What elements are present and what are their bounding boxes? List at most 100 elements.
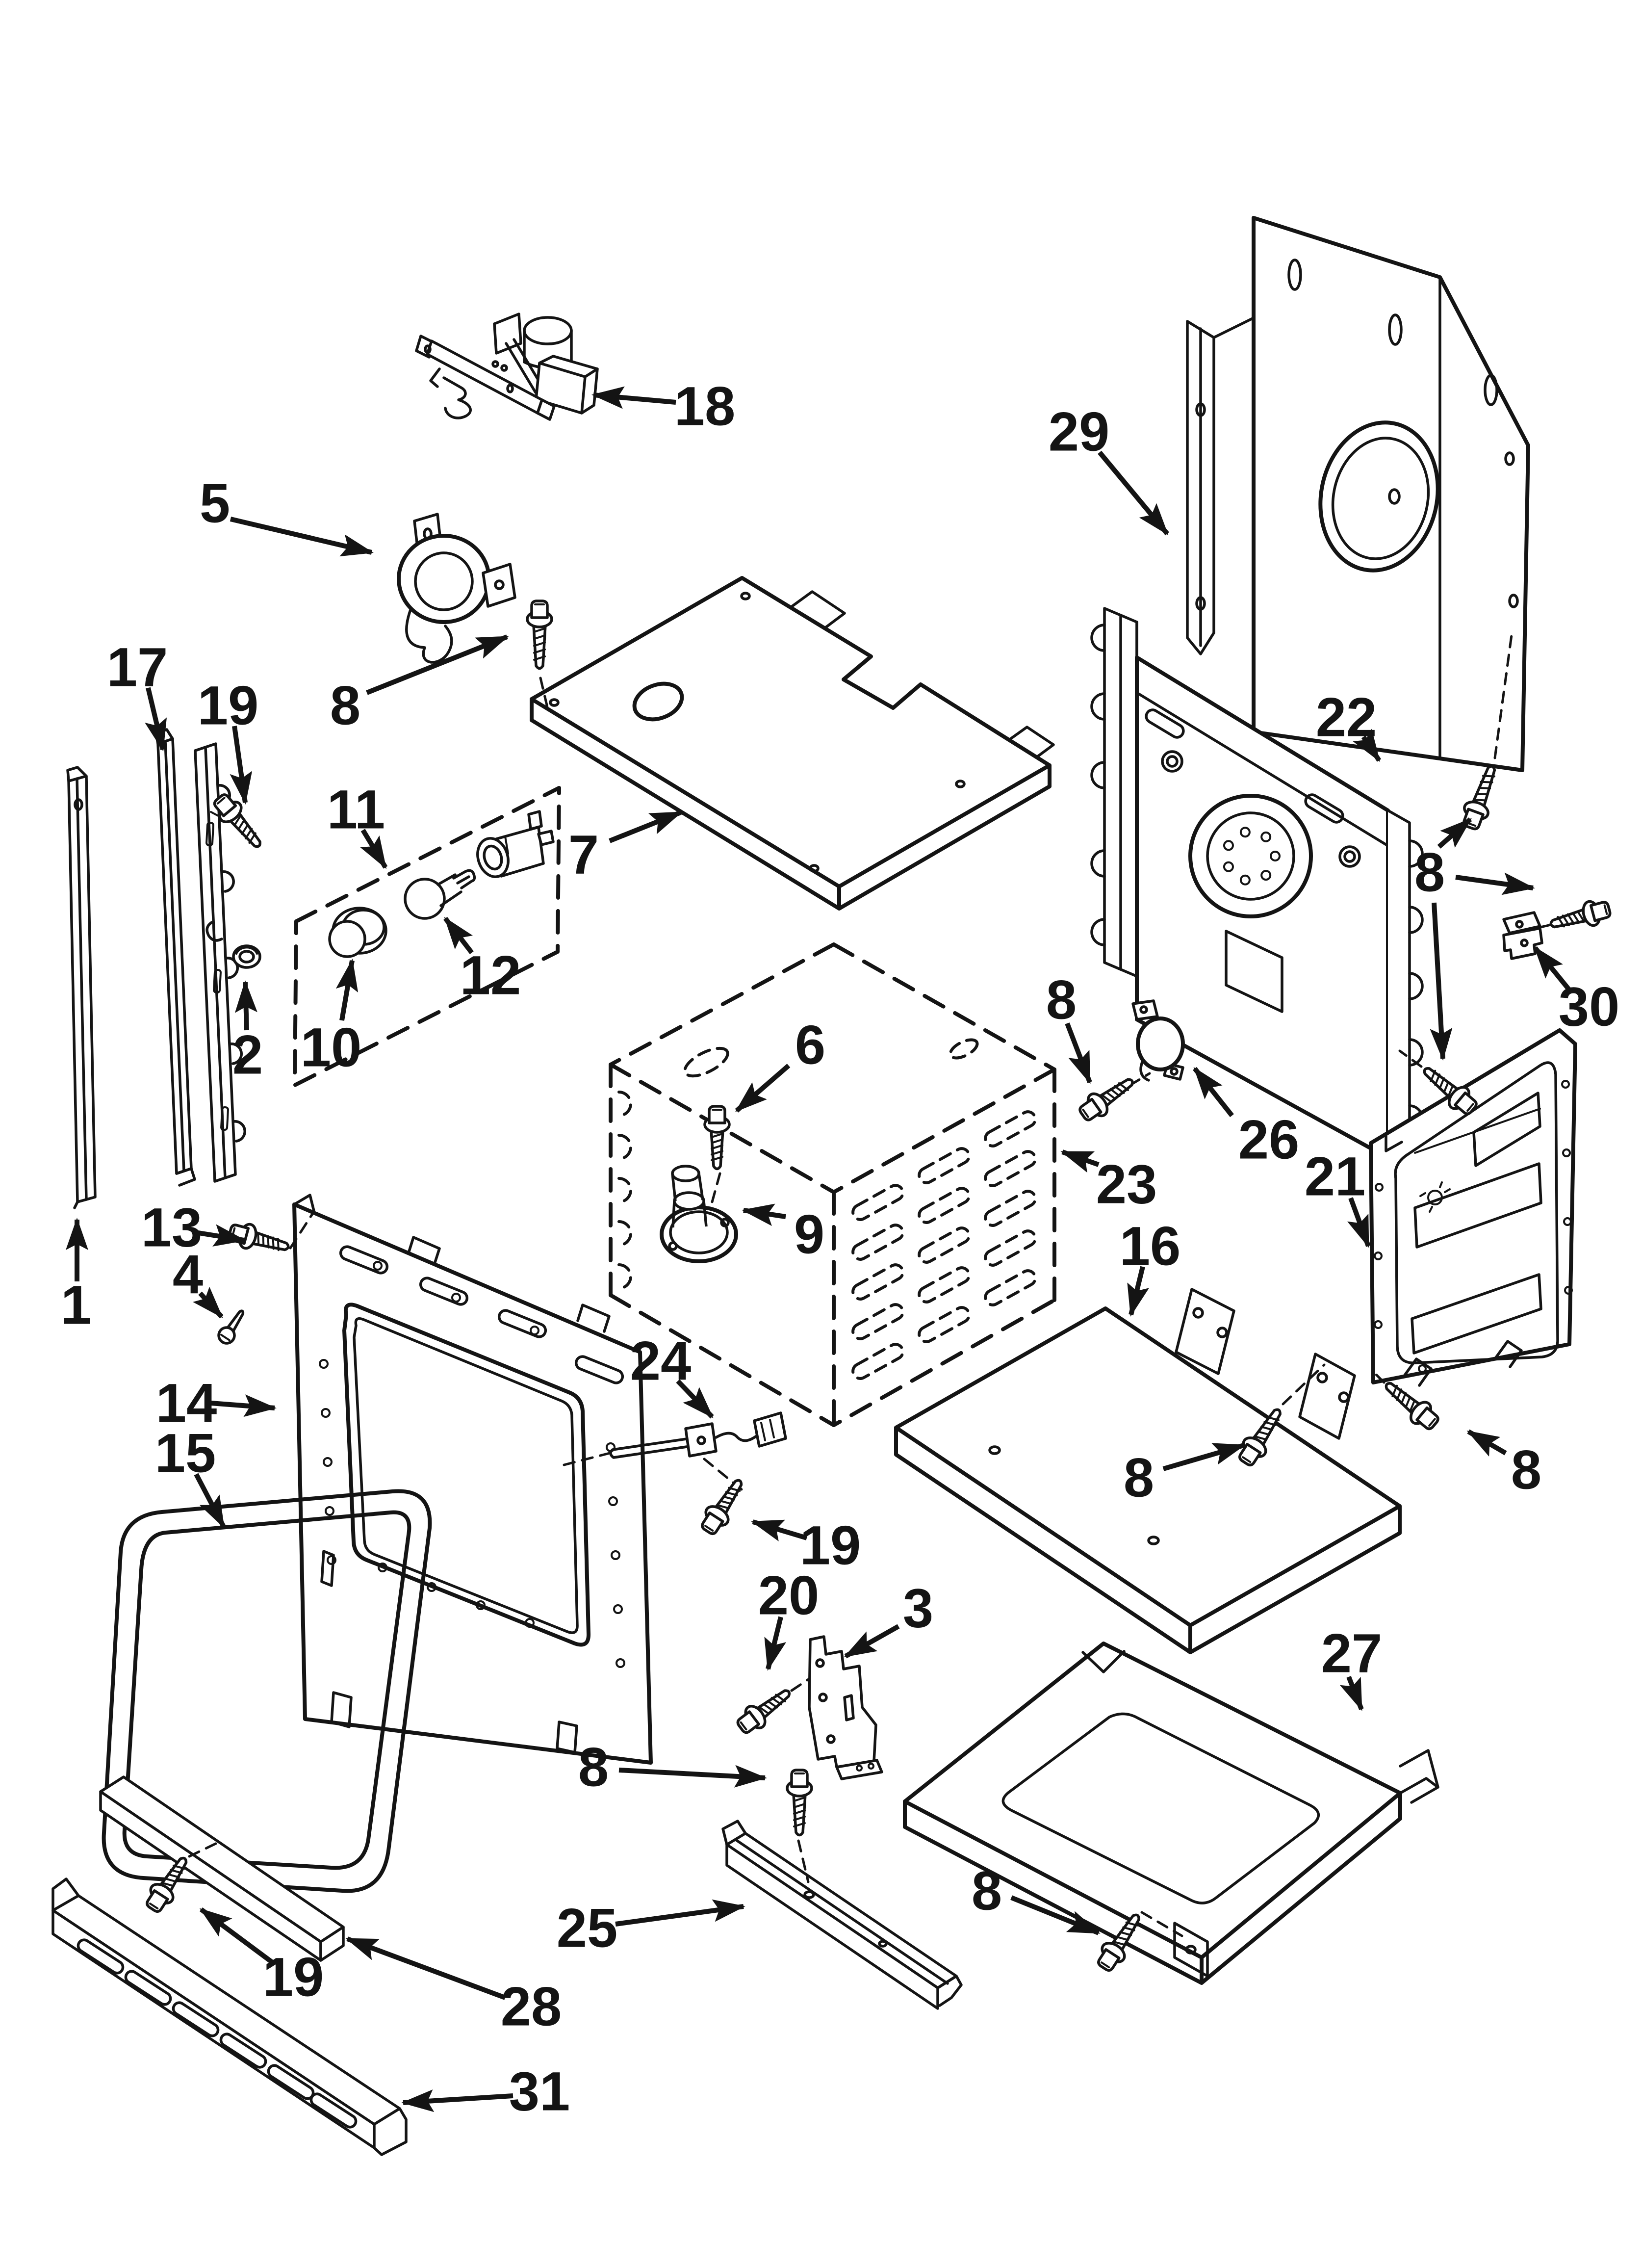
callout-label-8-9: 8 — [1414, 842, 1445, 903]
fastener-axis — [1535, 924, 1550, 930]
callout-arrow-28 — [345, 1936, 506, 2000]
callout-arrow-8 — [1437, 817, 1472, 849]
panel-22-element-plate — [1188, 794, 1313, 918]
callout-arrow-8 — [1455, 872, 1535, 895]
part-22-rear-panel — [1090, 607, 1424, 1172]
callout-label-11-6: 11 — [327, 779, 385, 840]
callout-arrow-15 — [194, 1473, 226, 1529]
callout-arrow-14 — [210, 1394, 277, 1417]
callout-arrow-19 — [230, 726, 253, 805]
fastener-axis — [188, 1840, 221, 1858]
part-25-lower-rail — [721, 1820, 963, 2010]
hex-screw — [213, 793, 261, 848]
callout-arrow-31 — [401, 2089, 513, 2112]
callout-label-8-32: 8 — [1124, 1447, 1154, 1509]
callout-label-15-25: 15 — [155, 1423, 216, 1484]
part-29-rear-cover-panel — [1186, 216, 1530, 772]
callout-label-24-26: 24 — [630, 1330, 692, 1392]
callout-label-9-17: 9 — [794, 1204, 824, 1265]
callout-label-2-11: 2 — [232, 1024, 263, 1086]
callout-arrow-3 — [844, 1624, 900, 1659]
fastener-axis — [1140, 1911, 1183, 1937]
callout-arrow-8 — [1065, 1022, 1092, 1084]
latch-hook — [429, 367, 472, 419]
callout-label-19-4: 19 — [198, 675, 259, 736]
part-21-side-panel — [1369, 1028, 1577, 1387]
fastener-axis — [1372, 1370, 1385, 1384]
fastener-axis — [797, 1839, 810, 1883]
frame-14-corner-notch — [293, 1194, 315, 1212]
callout-arrow-9 — [742, 1203, 786, 1226]
panel-22-bottom-notch — [1225, 930, 1283, 1013]
callout-label-12-13: 12 — [460, 945, 521, 1006]
part-11-light-assembly-box — [293, 786, 561, 1087]
hex-screw — [146, 1856, 188, 1913]
callout-arrow-8 — [618, 1765, 767, 1788]
callout-arrow-29 — [1098, 450, 1169, 536]
sensor-plate — [684, 1422, 718, 1458]
callout-arrow-4 — [193, 1286, 224, 1319]
callout-arrow-20 — [764, 1616, 787, 1671]
callout-arrow-23 — [1060, 1149, 1100, 1173]
callout-label-8-34: 8 — [972, 1860, 1002, 1922]
part-23-oven-cavity — [609, 942, 1056, 1427]
kick-strip-vents — [77, 1938, 358, 2129]
panel-21-slot — [1411, 1273, 1542, 1355]
sensor-connector — [753, 1411, 787, 1448]
hex-screw — [1097, 1913, 1140, 1972]
panel-22-bolt-holes — [1223, 827, 1281, 886]
callout-label-19-35: 19 — [263, 1947, 324, 2008]
callout-arrow-10 — [335, 959, 359, 1021]
callout-label-16-19: 16 — [1120, 1216, 1181, 1277]
callout-arrow-18 — [591, 386, 676, 409]
fasteners — [146, 600, 1612, 1972]
lamp-socket — [476, 810, 555, 878]
callout-arrow-26 — [1193, 1067, 1234, 1118]
callout-arrow-19 — [751, 1519, 808, 1541]
pan-27-side-tab — [1399, 1749, 1439, 1804]
pan-27-recess — [1001, 1712, 1320, 1904]
callout-label-19-27: 19 — [800, 1515, 861, 1576]
part-1-trim-strip — [66, 766, 97, 1209]
part-3-bracket — [808, 1635, 883, 1780]
callout-label-23-18: 23 — [1096, 1154, 1157, 1215]
pan-27-screw-tab — [1173, 1922, 1209, 1978]
hex-screw — [736, 1689, 791, 1734]
part-31-kick-strip — [51, 1877, 408, 2156]
callout-arrow-6 — [735, 1064, 791, 1113]
fastener-axis — [539, 677, 550, 713]
callout-arrow-11 — [360, 829, 388, 869]
callout-arrow-2 — [234, 980, 257, 1031]
frame-14-screw-holes — [319, 1261, 625, 1668]
panel-22-right-channel — [1387, 809, 1411, 1172]
callout-label-17-3: 17 — [107, 637, 168, 698]
wire-clip — [205, 921, 223, 942]
part-28-lower-trim-bar — [99, 1775, 345, 1962]
shield-16-bracket — [1298, 1353, 1356, 1440]
callout-label-29-1: 29 — [1049, 401, 1110, 463]
hex-screw — [526, 600, 553, 670]
callout-arrow-17 — [145, 687, 167, 752]
part-24-temp-sensor — [563, 1411, 787, 1466]
fastener-axis — [1282, 1363, 1326, 1406]
callout-arrow-7 — [609, 810, 683, 843]
callout-arrow-19 — [199, 1907, 275, 1966]
callout-arrow-5 — [230, 517, 374, 557]
hex-screw — [1078, 1078, 1134, 1121]
callout-label-13-21: 13 — [141, 1197, 203, 1258]
cavity-knockout — [683, 1046, 729, 1078]
part-27-bottom-pan — [903, 1642, 1439, 1985]
callout-arrow-24 — [676, 1379, 714, 1419]
fastener-axis — [1493, 634, 1513, 759]
callout-arrow-30 — [1533, 946, 1571, 992]
panel-21-slot — [1413, 1162, 1542, 1249]
hex-screw — [701, 1479, 743, 1536]
frame-14-hinge-slots — [330, 1691, 578, 1754]
callout-label-27-33: 27 — [1321, 1623, 1383, 1684]
pin — [217, 1309, 245, 1345]
callout-arrow-16 — [1127, 1266, 1150, 1317]
switch-terminal — [482, 563, 516, 608]
part-7-top-shield — [530, 576, 1055, 911]
callout-label-14-24: 14 — [156, 1373, 217, 1434]
